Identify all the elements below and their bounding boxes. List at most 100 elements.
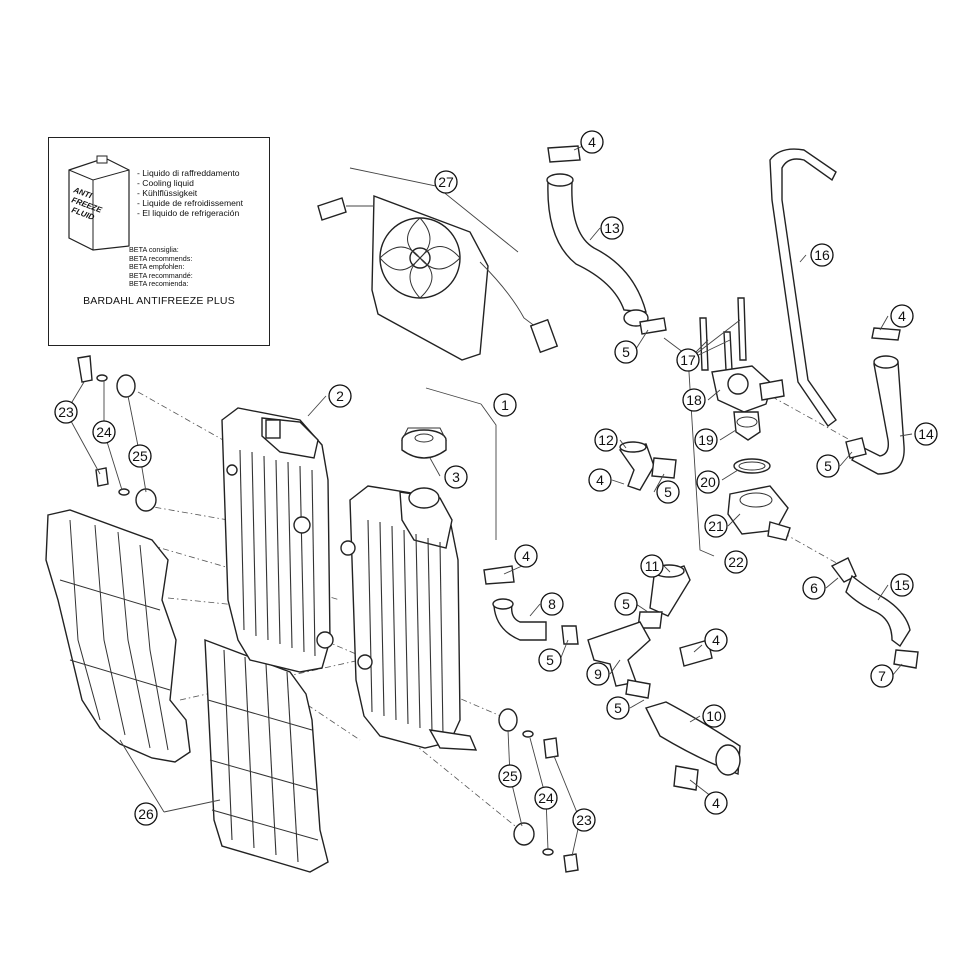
svg-text:11: 11: [645, 558, 660, 574]
coolant-name-en: - Cooling liquid: [137, 178, 194, 188]
svg-text:4: 4: [712, 632, 720, 648]
callout-24-right: 24: [534, 786, 558, 810]
recommendation-it: BETA consiglia:: [129, 245, 179, 254]
radiator-grille: [204, 638, 329, 873]
svg-text:23: 23: [58, 404, 74, 420]
lower-hoses: [483, 441, 919, 791]
svg-text:5: 5: [664, 484, 672, 500]
svg-text:22: 22: [728, 554, 744, 570]
svg-text:4: 4: [898, 308, 906, 324]
right-hose: [845, 327, 905, 475]
callout-11: 11: [640, 554, 664, 578]
callout-20: 20: [696, 470, 720, 494]
callout-7: 7: [870, 664, 894, 688]
svg-text:5: 5: [622, 596, 630, 612]
recommendation-de: BETA empfohlen:: [129, 262, 185, 272]
mounting-hardware: [77, 355, 579, 873]
svg-text:4: 4: [596, 472, 604, 488]
callouts: 1 2 3 4 4 4 4 4 4 5 5 5 5 5 5 6 7 8 9 10…: [54, 130, 938, 832]
recommendation-en: BETA recommends:: [129, 253, 193, 263]
callout-19: 19: [694, 428, 718, 452]
callout-5-hose10: 5: [606, 696, 630, 720]
callout-12: 12: [594, 428, 618, 452]
callout-3: 3: [444, 465, 468, 489]
svg-text:24: 24: [538, 790, 554, 806]
svg-text:3: 3: [452, 469, 460, 485]
svg-text:20: 20: [700, 474, 716, 490]
svg-text:13: 13: [604, 220, 620, 236]
callout-23-left: 23: [54, 400, 78, 424]
recommendation-fr: BETA recommandé:: [129, 270, 193, 280]
svg-text:17: 17: [680, 352, 696, 368]
callout-4-elbow: 4: [588, 468, 612, 492]
right-radiator: [340, 485, 478, 751]
breather-tube: [769, 148, 837, 427]
svg-text:5: 5: [824, 458, 832, 474]
svg-text:4: 4: [522, 548, 530, 564]
svg-text:5: 5: [546, 652, 554, 668]
svg-text:16: 16: [814, 247, 830, 263]
callout-4-top: 4: [580, 130, 604, 154]
callout-2: 2: [328, 384, 352, 408]
callout-5-hose13: 5: [614, 340, 638, 364]
svg-text:6: 6: [810, 580, 818, 596]
callout-1: 1: [493, 393, 517, 417]
coolant-name-list: - Liquido di raffreddamento - Cooling li…: [137, 168, 243, 218]
coolant-name-it: - Liquido di raffreddamento: [137, 168, 240, 178]
callout-10: 10: [702, 704, 726, 728]
callout-22: 22: [724, 550, 748, 574]
cooling-fan: [317, 194, 559, 361]
antifreeze-can-icon: ANTI FREEZE FLUID: [68, 155, 130, 251]
svg-text:12: 12: [598, 432, 614, 448]
callout-4-bottom: 4: [704, 791, 728, 815]
svg-text:9: 9: [594, 666, 602, 682]
coolant-name-es: - El liquido de refrigeración: [137, 208, 240, 218]
svg-text:4: 4: [588, 134, 596, 150]
coolant-name-fr: - Liquide de refroidissement: [137, 198, 244, 208]
callout-23-right: 23: [572, 808, 596, 832]
svg-text:21: 21: [708, 518, 724, 534]
svg-text:23: 23: [576, 812, 592, 828]
callout-24-left: 24: [92, 420, 116, 444]
svg-text:19: 19: [698, 432, 714, 448]
svg-text:5: 5: [622, 344, 630, 360]
coolant-info-box: ANTI FREEZE FLUID - Liquido di raffredda…: [48, 137, 270, 346]
svg-text:7: 7: [878, 668, 886, 684]
callout-14: 14: [914, 422, 938, 446]
svg-text:4: 4: [712, 795, 720, 811]
svg-text:14: 14: [918, 426, 934, 442]
callout-5-hose8: 5: [538, 648, 562, 672]
recommendation-list: BETA consiglia: BETA recommends: BETA em…: [129, 245, 193, 289]
callout-15: 15: [890, 573, 914, 597]
callout-13: 13: [600, 216, 624, 240]
radiator-cap: [401, 427, 447, 459]
callout-4-hose8: 4: [514, 544, 538, 568]
callout-27: 27: [434, 170, 458, 194]
svg-text:5: 5: [614, 700, 622, 716]
callout-26: 26: [134, 802, 158, 826]
callout-18: 18: [682, 388, 706, 412]
svg-text:1: 1: [501, 397, 509, 413]
svg-text:26: 26: [138, 806, 154, 822]
left-radiator: [221, 407, 334, 673]
callout-5-elbow: 5: [656, 480, 680, 504]
callout-9: 9: [586, 662, 610, 686]
svg-text:10: 10: [706, 708, 722, 724]
callout-5-hose14: 5: [816, 454, 840, 478]
callout-8: 8: [540, 592, 564, 616]
svg-text:25: 25: [132, 448, 148, 464]
coolant-name-de: - Kühlflüssigkeit: [137, 188, 198, 198]
callout-21: 21: [704, 514, 728, 538]
svg-text:18: 18: [686, 392, 702, 408]
radiator-shroud: [45, 509, 191, 763]
svg-text:25: 25: [502, 768, 518, 784]
callout-25-right: 25: [498, 764, 522, 788]
thermostat-assembly: [663, 297, 791, 557]
svg-text:8: 8: [548, 596, 556, 612]
svg-text:15: 15: [894, 577, 910, 593]
callout-6: 6: [802, 576, 826, 600]
upper-hose: [546, 145, 667, 335]
callout-4-tee: 4: [704, 628, 728, 652]
